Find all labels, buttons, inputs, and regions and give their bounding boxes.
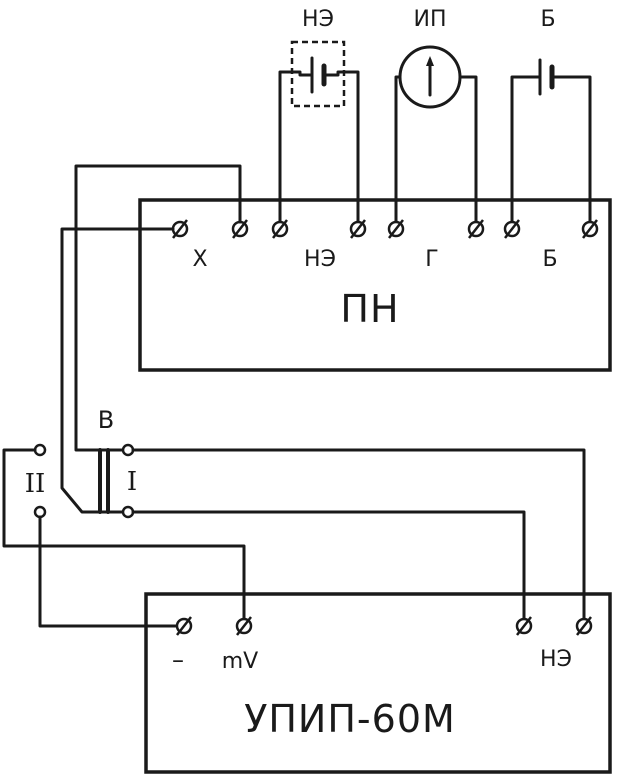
upip-terminal-ne-2 xyxy=(575,616,593,636)
upip-terminal-minus xyxy=(175,616,193,636)
pn-terminal-2 xyxy=(231,219,249,239)
pn-terminal-g-2 xyxy=(467,219,485,239)
pn-label-b: Б xyxy=(542,247,557,272)
pn-terminal-x xyxy=(171,219,189,239)
label-ip-top: ИП xyxy=(414,7,447,32)
upip-label-ne: НЭ xyxy=(540,647,572,672)
switch-pos2-contacts xyxy=(33,443,47,519)
label-ne-top: НЭ xyxy=(302,7,334,32)
upip-label-mv: mV xyxy=(222,649,258,674)
upip-label-minus: – xyxy=(172,646,184,674)
upip-terminals xyxy=(175,616,593,636)
pn-terminal-b-1 xyxy=(503,219,521,239)
galvanometer-device xyxy=(394,45,478,227)
pn-terminals xyxy=(171,219,599,239)
switch-pos-2: II xyxy=(25,469,46,499)
pn-terminal-g-1 xyxy=(387,219,405,239)
label-b-top: Б xyxy=(540,7,555,32)
pn-label-ne: НЭ xyxy=(304,247,336,272)
upip-box xyxy=(144,592,612,774)
pn-label-x: Х xyxy=(192,247,207,272)
wire-pnx-to-switch xyxy=(60,227,175,514)
switch-v xyxy=(98,443,135,519)
upip-terminal-ne-1 xyxy=(515,616,533,636)
normal-element-device xyxy=(278,40,360,227)
pn-label-g: Г xyxy=(425,247,438,272)
upip-terminal-mv xyxy=(235,616,253,636)
pn-box xyxy=(138,198,612,372)
pn-terminal-ne-1 xyxy=(271,219,289,239)
pn-title: ПН xyxy=(340,287,399,331)
switch-pos-1: I xyxy=(127,467,137,497)
pn-terminal-ne-2 xyxy=(349,219,367,239)
wire-switch-to-upip-ne-1 xyxy=(131,510,526,624)
battery-device xyxy=(510,58,592,227)
wire-pos2-to-upip-mv xyxy=(2,448,246,624)
wire-switch-to-upip-ne-2 xyxy=(131,448,586,624)
wire-pn2-to-switch xyxy=(74,164,242,452)
pn-terminal-b-2 xyxy=(581,219,599,239)
upip-title: УПИП-60М xyxy=(244,697,456,741)
switch-label: В xyxy=(98,406,114,434)
wire-pos2-to-upip-minus xyxy=(38,515,180,628)
